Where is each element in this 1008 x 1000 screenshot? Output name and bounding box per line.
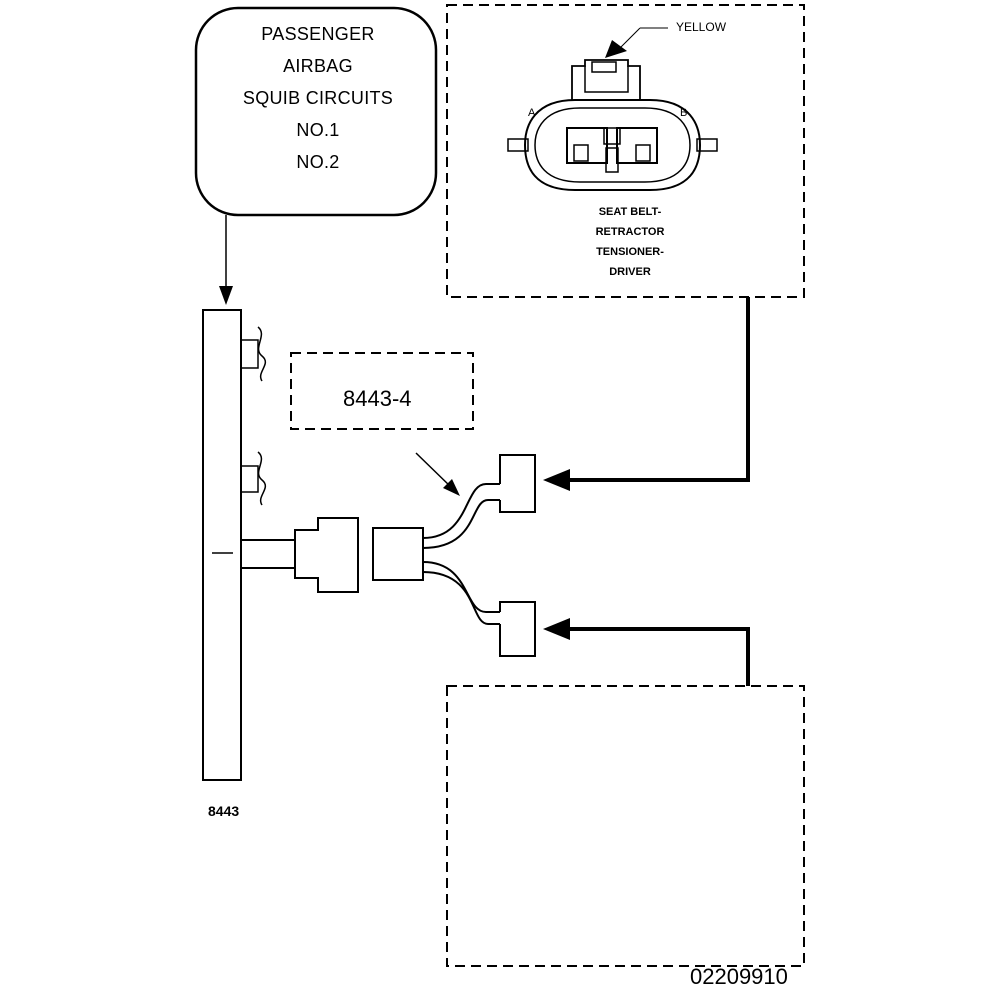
figure-number: 02209910 (690, 964, 788, 989)
upper-lead-line (565, 297, 750, 482)
lower-dashed-box (446, 685, 805, 967)
tool-8443-body (202, 309, 242, 781)
connector-caption-line-1: SEAT BELT- (598, 206, 662, 218)
callout-box (194, 6, 438, 217)
lower-lead-line (565, 627, 750, 686)
connector-caption-line-4: DRIVER (609, 266, 651, 278)
callout-line-no2: NO.2 (296, 152, 340, 172)
connector-caption-line-2: RETRACTOR (595, 226, 665, 238)
terminal-b-label: B (680, 107, 688, 119)
callout-line-airbag: AIRBAG (283, 56, 353, 76)
callout-line-passenger: PASSENGER (261, 24, 375, 44)
wire-color-label: YELLOW (676, 20, 727, 34)
adapter-label: 8443-4 (343, 386, 412, 411)
callout-line-squib-circuits: SQUIB CIRCUITS (242, 88, 394, 108)
callout-line-no1: NO.1 (296, 120, 340, 140)
connector-caption-line-3: TENSIONER- (596, 246, 664, 258)
seat-belt-connector-drawing (507, 59, 718, 191)
tool-main-label: 8443 (208, 803, 240, 819)
connector-dashed-box (446, 4, 805, 298)
terminal-a-label: A (528, 107, 536, 119)
